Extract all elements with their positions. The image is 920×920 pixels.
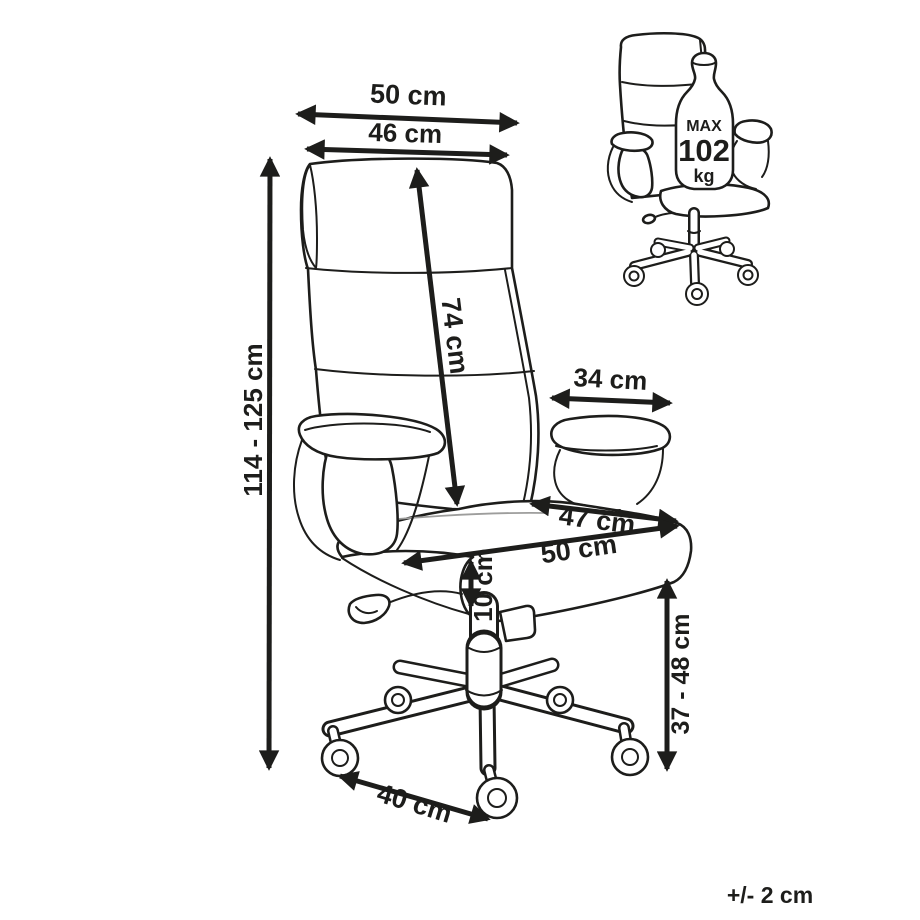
dim-armrest-length: 34 cm (549, 362, 673, 413)
small-gas-cylinder (687, 207, 701, 254)
tolerance-note: +/- 2 cm (727, 882, 813, 908)
dim-label-backrest-width-outer: 50 cm (370, 78, 448, 111)
dim-label-seat-thickness: 10 cm (468, 548, 498, 622)
small-caster-back-right (719, 241, 735, 257)
dim-seat-height: 37 - 48 cm (656, 578, 695, 772)
small-chair-drawing: MAX 102 kg (606, 31, 773, 306)
max-load-line1: MAX (686, 118, 722, 135)
small-star-base (623, 236, 759, 306)
dim-base-leg-span: 40 cm (337, 771, 491, 829)
max-load-line3: kg (693, 166, 714, 186)
tilt-housing (498, 604, 537, 643)
max-load-weight: MAX 102 kg (674, 51, 735, 191)
dim-label-backrest-width-inner: 46 cm (368, 117, 443, 149)
max-load-line2: 102 (678, 133, 730, 168)
dim-backrest-width-outer: 50 cm (295, 78, 520, 133)
small-right-armrest (729, 119, 773, 190)
main-chair-drawing (292, 157, 693, 820)
tilt-lever (347, 590, 463, 625)
small-caster-back-left (650, 242, 666, 258)
dim-label-overall-height: 114 - 125 cm (238, 343, 268, 496)
small-tilt-lever (641, 212, 673, 225)
dim-backrest-width-inner: 46 cm (304, 117, 510, 165)
dim-label-base-leg-span: 40 cm (374, 778, 456, 829)
right-armrest (550, 414, 672, 512)
small-left-armrest (606, 131, 654, 203)
dim-overall-height: 114 - 125 cm (238, 156, 281, 771)
gas-cylinder (465, 591, 503, 711)
dim-label-seat-height: 37 - 48 cm (667, 614, 695, 735)
dim-seat-thickness: 10 cm (460, 548, 498, 622)
dim-label-armrest-length: 34 cm (573, 362, 648, 396)
